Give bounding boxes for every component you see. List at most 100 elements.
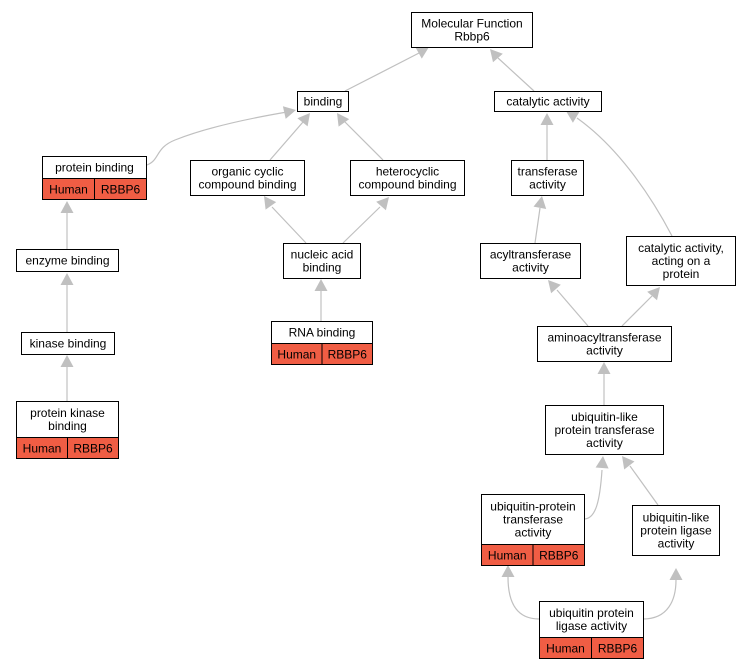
edge-ubl_transferase-to-aminoacyl <box>597 362 611 405</box>
annotation-gene-cell <box>321 343 373 365</box>
annotation-gene: RBBP6 <box>598 642 638 656</box>
node-label: ligase activity <box>556 619 627 633</box>
annotation-species: Human <box>23 442 62 456</box>
edge-acyltransferase-to-transferase <box>533 196 547 244</box>
edge-line <box>507 576 540 620</box>
edge-line <box>269 121 304 161</box>
node-label: activity <box>586 344 623 358</box>
edge-kinase_binding-to-enzyme_binding <box>60 273 74 332</box>
edge-nucleic_acid-to-heterocyclic <box>342 197 389 244</box>
node-box <box>350 160 465 196</box>
arrowhead <box>314 279 328 291</box>
edge-ub_transferase-to-ubl_transferase <box>583 456 609 520</box>
annotation-gene-cell <box>94 178 147 200</box>
annotation-gene-cell <box>591 637 644 659</box>
arrowhead <box>490 49 503 63</box>
annotation-gene: RBBP6 <box>539 549 579 563</box>
edge-cat_protein-to-catalytic <box>566 111 673 237</box>
node-binding[interactable]: binding <box>297 91 349 112</box>
node-label: binding <box>48 419 87 433</box>
arrowhead <box>622 456 635 470</box>
node-box <box>511 160 584 196</box>
node-label: protein transferase <box>554 423 654 437</box>
edges-layer <box>60 47 683 620</box>
arrowhead <box>533 196 547 209</box>
node-box <box>297 91 349 112</box>
arrowhead <box>595 456 609 469</box>
arrowhead <box>415 47 429 59</box>
node-box <box>626 236 736 286</box>
node-label: activity <box>658 537 695 551</box>
arrowhead <box>376 197 389 211</box>
edge-aminoacyl-to-acyltransferase <box>548 280 589 327</box>
node-box <box>16 249 119 272</box>
node-kinase-binding[interactable]: kinase binding <box>21 332 115 355</box>
node-label: transferase <box>517 165 577 179</box>
node-enzyme-binding[interactable]: enzyme binding <box>16 249 119 272</box>
node-catalytic[interactable]: catalytic activity <box>494 91 602 112</box>
node-label: catalytic activity <box>506 95 589 109</box>
node-label: protein binding <box>55 161 134 175</box>
edge-line <box>146 111 288 166</box>
edge-line <box>497 57 535 92</box>
node-label: aminoacyltransferase <box>547 331 661 345</box>
edge-line <box>344 51 422 92</box>
edge-nucleic_acid-to-organic_cyclic <box>264 196 307 244</box>
arrowhead <box>60 355 74 367</box>
arrowhead <box>282 106 296 119</box>
node-ub-transferase[interactable]: ubiquitin-proteintransferaseactivityHuma… <box>481 494 585 566</box>
edge-line <box>271 206 307 244</box>
node-label: enzyme binding <box>25 254 109 268</box>
node-box <box>190 160 305 196</box>
node-label: catalytic activity, <box>638 241 724 255</box>
node-box <box>16 401 119 438</box>
node-label: ubiquitin-like <box>571 410 638 424</box>
node-label: transferase <box>503 513 563 527</box>
node-box <box>537 326 672 362</box>
annotation-gene-cell <box>532 544 585 566</box>
node-label: RNA binding <box>289 326 356 340</box>
node-label: activity <box>529 178 566 192</box>
edge-line <box>556 289 589 327</box>
node-box <box>411 12 533 48</box>
node-box <box>481 494 585 545</box>
edge-transferase-to-catalytic <box>540 113 554 160</box>
node-label: Molecular Function <box>421 17 522 31</box>
node-label: binding <box>303 261 342 275</box>
edge-ub_ligase-to-ubl_ligase <box>642 568 683 620</box>
edge-line <box>642 579 677 620</box>
node-label: compound binding <box>358 178 456 192</box>
annotation-species: Human <box>49 183 88 197</box>
edge-line <box>342 206 381 244</box>
edge-line <box>629 465 659 506</box>
annotation-gene: RBBP6 <box>73 442 113 456</box>
node-label: activity <box>515 526 552 540</box>
edge-enzyme_binding-to-protein_binding <box>60 201 74 249</box>
edge-heterocyclic-to-binding <box>337 113 384 161</box>
node-label: compound binding <box>198 178 296 192</box>
edge-line <box>576 117 673 237</box>
arrowhead <box>60 273 74 285</box>
arrowhead <box>566 111 580 123</box>
edge-protein_binding-to-binding <box>146 106 296 166</box>
node-label: activity <box>586 436 623 450</box>
node-label: protein <box>663 267 700 281</box>
node-box <box>21 332 115 355</box>
edge-ub_ligase-to-ub_transferase <box>501 565 540 620</box>
